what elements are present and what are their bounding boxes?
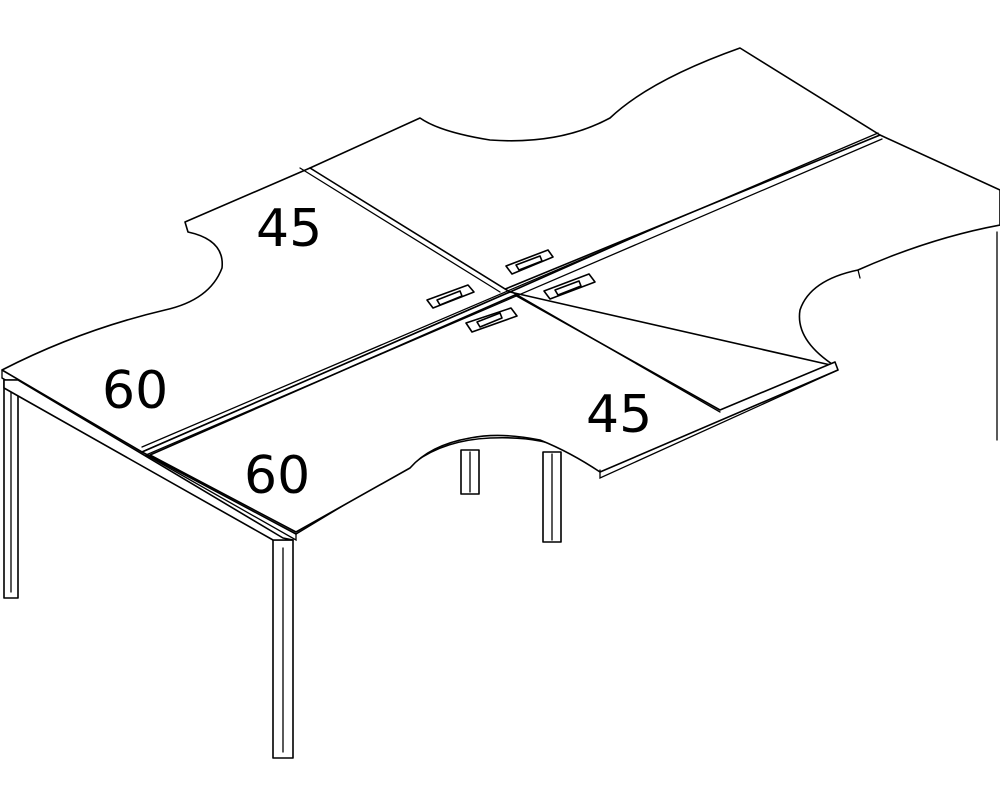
grommet-2 [505, 249, 554, 275]
rear-legs [460, 231, 998, 543]
label-top-left: 45 [256, 199, 322, 259]
label-front: 60 [244, 446, 310, 506]
desk-top-front-right [149, 294, 839, 533]
frame-front [3, 379, 294, 759]
center-divider [141, 132, 883, 456]
label-left: 60 [102, 361, 168, 421]
label-right: 45 [586, 385, 652, 445]
desk-top-back-left [309, 47, 881, 293]
grommets [426, 249, 596, 333]
grommet-4 [543, 273, 596, 300]
grommet-3 [465, 307, 518, 333]
grommet-1 [426, 284, 475, 309]
desk-top-left [1, 167, 511, 453]
